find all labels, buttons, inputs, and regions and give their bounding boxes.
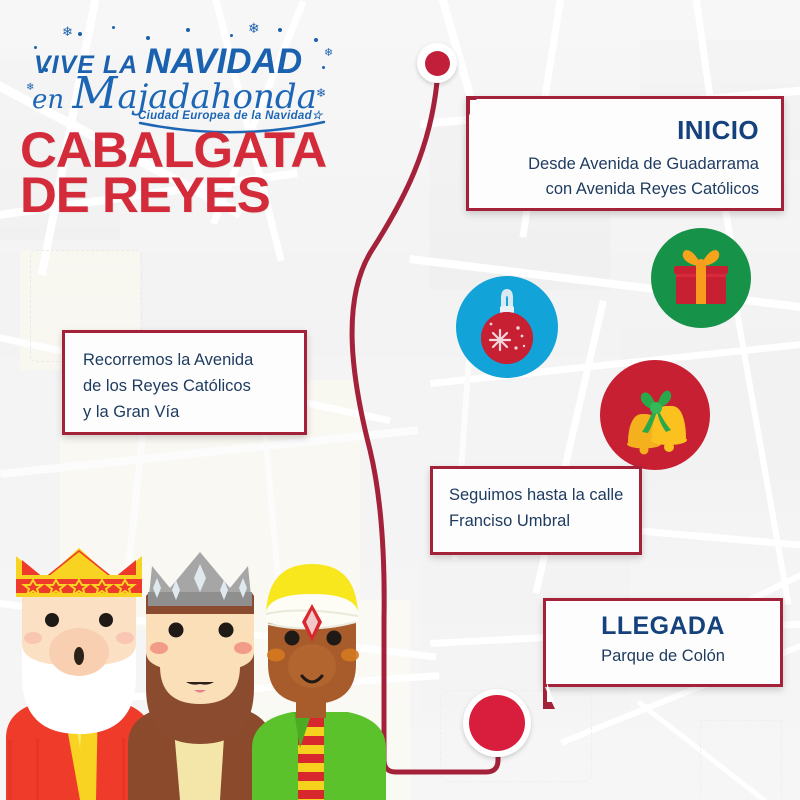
callout-tail-inner [470, 100, 505, 120]
callout-line: de los Reyes Católicos [83, 377, 251, 395]
page-title: CABALGATA DE REYES [20, 122, 387, 223]
gift-icon [674, 250, 728, 304]
logo-line-1: VIVE LA NAVIDAD [34, 42, 302, 82]
bells-badge [600, 360, 710, 470]
ornament-icon [481, 289, 533, 364]
callout-line: y la Gran Vía [83, 403, 180, 421]
logo-tagline: Ciudad Europea de la Navidad☆ [138, 110, 323, 122]
three-kings-illustration [0, 548, 386, 800]
king-melchor [6, 548, 152, 800]
callout-line: Franciso Umbral [449, 512, 571, 530]
callout-line: Seguimos hasta la calle [449, 486, 624, 504]
callout-line: Parque de Colón [601, 647, 725, 665]
logo-majadahonda-cap: M [72, 68, 118, 119]
star-icon: ☆ [311, 110, 323, 122]
callout-llegada[interactable]: LLEGADA Parque de Colón [543, 598, 783, 709]
logo-en: en [32, 85, 73, 115]
snowflake-icon: ❄ [316, 86, 327, 100]
brand-logo: ❄ ❄ ❄ ❄ ❄ VIVE LA NAVIDAD en Majadahonda… [26, 20, 336, 134]
callout-recorremos[interactable]: Recorremos la Avenida de los Reyes Catól… [62, 330, 307, 435]
callout-line: Desde Avenida de Guadarrama [528, 155, 759, 173]
callout-title: INICIO [677, 115, 759, 145]
logo-line-2: en Majadahonda [32, 68, 317, 119]
callout-line: con Avenida Reyes Católicos [545, 180, 759, 198]
ornament-badge [456, 276, 558, 378]
callout-tail-inner [547, 683, 578, 702]
snowflake-icon: ❄ [62, 24, 73, 39]
king-gaspar [128, 552, 272, 800]
king-baltasar [252, 564, 386, 800]
logo-majadahonda-rest: ajadahonda [117, 77, 317, 117]
logo-navidad: NAVIDAD [145, 42, 303, 81]
logo-swoosh [138, 120, 326, 134]
callout-inicio[interactable]: INICIO Desde Avenida de Guadarrama con A… [466, 96, 784, 211]
bells-icon [627, 390, 687, 455]
callout-line: Recorremos la Avenida [83, 351, 254, 369]
callout-seguimos[interactable]: Seguimos hasta la calle Franciso Umbral [430, 466, 642, 555]
callout-title: LLEGADA [601, 612, 725, 640]
title-line-1: CABALGATA [20, 122, 327, 178]
snowflake-icon: ❄ [324, 47, 334, 59]
snowflake-icon: ❄ [26, 82, 35, 93]
gift-badge [651, 228, 751, 328]
snowflake-icon: ❄ [248, 20, 260, 36]
end-marker[interactable] [463, 689, 531, 757]
logo-vive-la: VIVE LA [34, 51, 146, 79]
title-line-2: DE REYES [20, 167, 271, 223]
start-marker[interactable] [417, 43, 457, 83]
